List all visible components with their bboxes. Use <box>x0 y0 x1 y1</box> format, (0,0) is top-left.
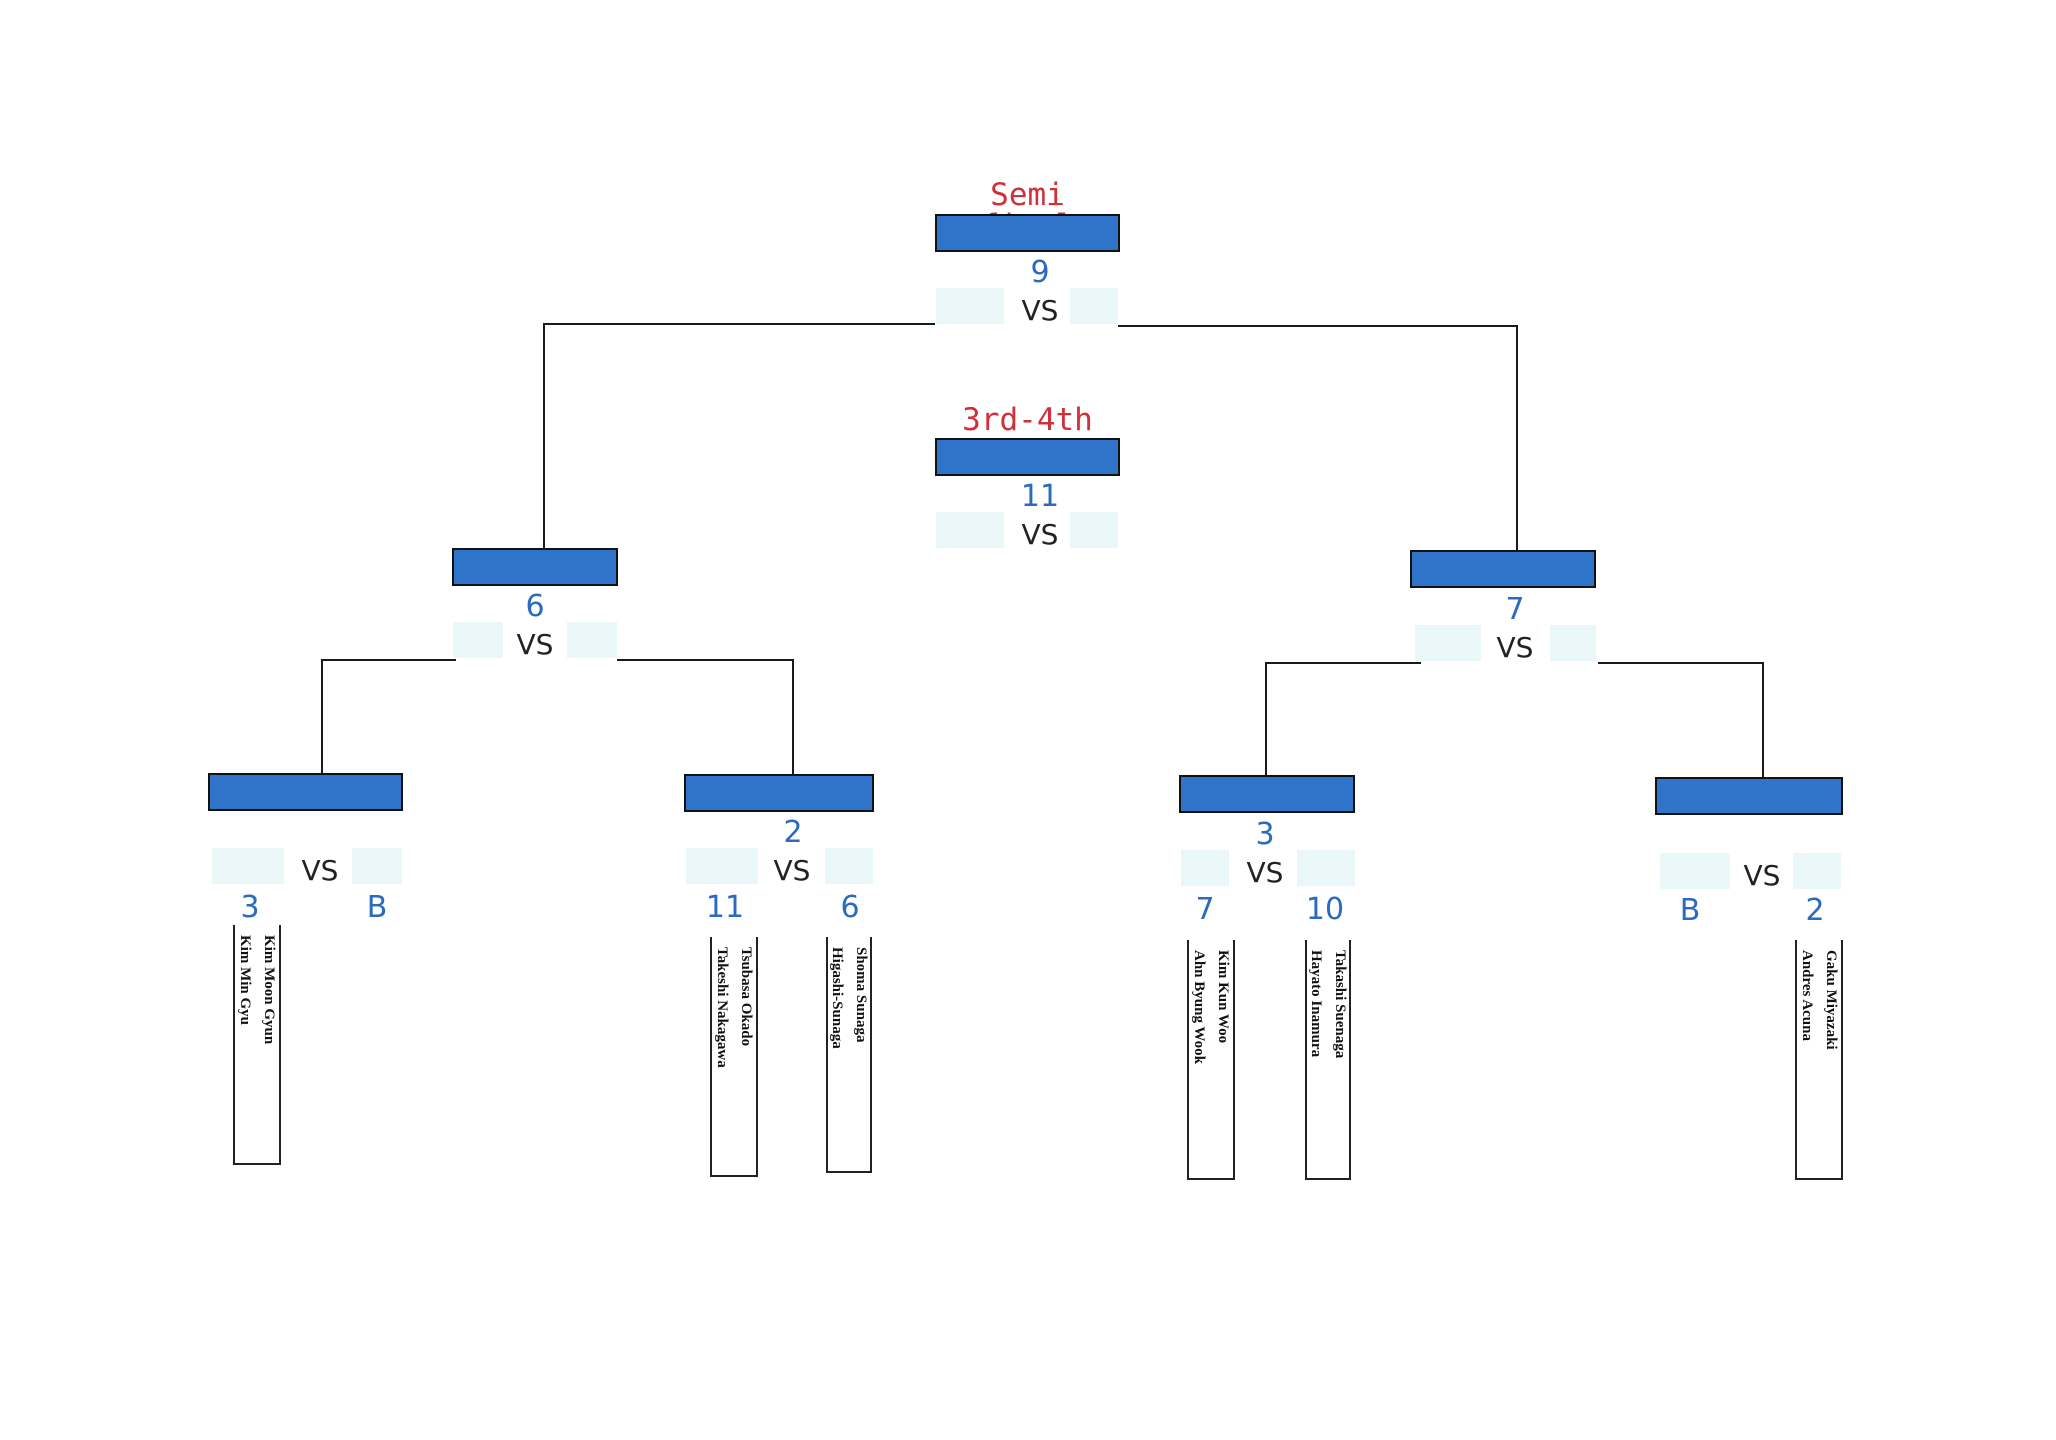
quarter-1-right-slot <box>352 848 402 884</box>
quarter-3-right-seed: 10 <box>1305 892 1345 927</box>
quarter-4-vs: VS <box>1743 859 1781 892</box>
player-name: Higashi-Sunaga <box>829 947 845 1049</box>
quarter-4-left-slot <box>1660 853 1730 889</box>
team-card: Takashi Suenaga Hayato Inamura <box>1305 940 1351 1180</box>
third-place-vs: VS <box>1021 518 1059 551</box>
player-name: Gaku Miyazaki <box>1823 950 1839 1050</box>
quarter-1-right-seed: B <box>366 890 388 925</box>
quarter-2-vs: VS <box>773 854 811 887</box>
quarter-4-left-seed: B <box>1679 893 1701 928</box>
semi-right-connector-right-drop <box>1762 662 1764 778</box>
semi-right-connector-right <box>1598 662 1764 664</box>
team-card: Kim Kun Woo Ahn Byung Wook <box>1187 940 1235 1180</box>
third-place-match-number: 11 <box>1020 479 1060 514</box>
quarter-2-left-seed: 11 <box>705 890 745 925</box>
final-connector-right <box>1118 325 1518 327</box>
semi-right-left-slot <box>1415 625 1481 661</box>
team-card: Kim Moon Gyun Kim Min Gyu <box>233 925 281 1165</box>
quarter-3-left-seed: 7 <box>1195 892 1215 927</box>
team-card: Gaku Miyazaki Andres Acuna <box>1795 940 1843 1180</box>
quarter-3-vs: VS <box>1246 856 1284 889</box>
semi-left-right-slot <box>567 622 617 658</box>
quarter-2-right-seed: 6 <box>840 890 860 925</box>
semi-left-left-slot <box>453 622 503 658</box>
quarter-4-right-slot <box>1793 853 1841 889</box>
quarter-2-match-number: 2 <box>783 815 803 850</box>
semi-left-connector-right-drop <box>792 659 794 775</box>
quarter-1-left-seed: 3 <box>240 890 260 925</box>
semi-left-connector-right <box>617 659 794 661</box>
player-name: Shoma Sunaga <box>853 947 869 1043</box>
third-place-label: 3rd-4th <box>962 402 1093 438</box>
player-name: Takeshi Nakagawa <box>714 947 730 1068</box>
semi-left-connector-left-drop <box>321 659 323 775</box>
quarter-4-right-seed: 2 <box>1805 893 1825 928</box>
player-name: Takashi Suenaga <box>1332 950 1348 1059</box>
quarter-2-left-slot <box>686 848 758 884</box>
team-card: Shoma Sunaga Higashi-Sunaga <box>826 937 872 1173</box>
player-name: Ahn Byung Wook <box>1191 950 1207 1064</box>
semi-right-result-bar <box>1410 550 1596 588</box>
semi-left-connector-left <box>321 659 456 661</box>
final-match-number: 9 <box>1030 255 1050 290</box>
quarter-3-result-bar <box>1179 775 1355 813</box>
player-name: Kim Moon Gyun <box>261 935 277 1045</box>
player-name: Andres Acuna <box>1799 950 1815 1041</box>
semi-left-result-bar <box>452 548 618 586</box>
quarter-1-vs: VS <box>301 854 339 887</box>
third-place-left-slot <box>936 512 1004 548</box>
player-name: Hayato Inamura <box>1308 950 1324 1058</box>
quarter-2-right-slot <box>825 848 873 884</box>
player-name: Kim Min Gyu <box>237 935 253 1026</box>
player-name: Tsubasa Okado <box>738 947 754 1047</box>
final-connector-left-drop <box>543 323 545 550</box>
final-connector-right-drop <box>1516 325 1518 552</box>
final-result-bar <box>935 214 1120 252</box>
final-vs: VS <box>1021 294 1059 327</box>
quarter-3-match-number: 3 <box>1255 817 1275 852</box>
semi-left-match-number: 6 <box>525 589 545 624</box>
third-place-result-bar <box>935 438 1120 476</box>
semi-left-vs: VS <box>516 628 554 661</box>
semi-right-connector-left-drop <box>1265 662 1267 777</box>
final-right-slot <box>1070 288 1118 324</box>
semi-right-match-number: 7 <box>1505 592 1525 627</box>
semi-right-right-slot <box>1550 625 1596 661</box>
quarter-1-result-bar <box>208 773 403 811</box>
quarter-2-result-bar <box>684 774 874 812</box>
player-name: Kim Kun Woo <box>1215 950 1231 1044</box>
quarter-1-left-slot <box>212 848 284 884</box>
semi-right-connector-left <box>1265 662 1421 664</box>
quarter-3-right-slot <box>1297 850 1355 886</box>
team-card: Tsubasa Okado Takeshi Nakagawa <box>710 937 758 1177</box>
final-connector-left <box>543 323 935 325</box>
final-left-slot <box>936 288 1004 324</box>
quarter-4-result-bar <box>1655 777 1843 815</box>
quarter-3-left-slot <box>1181 850 1229 886</box>
third-place-right-slot <box>1070 512 1118 548</box>
semi-right-vs: VS <box>1496 631 1534 664</box>
